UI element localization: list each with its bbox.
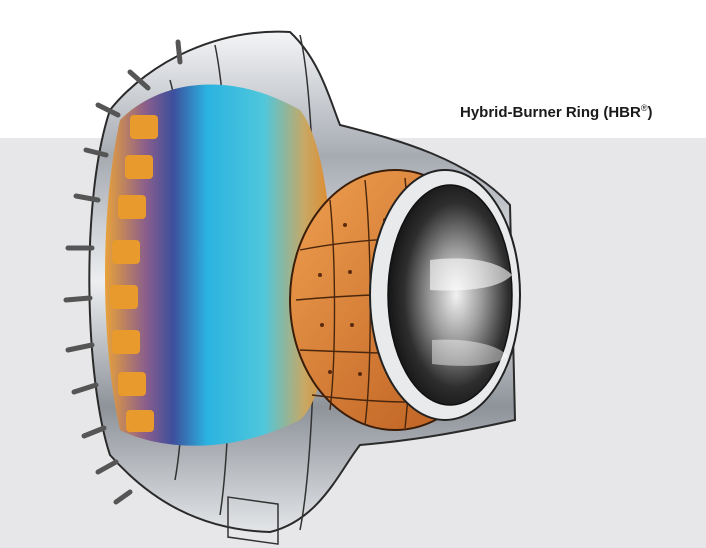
caption-text: Hybrid-Burner Ring (HBR (460, 104, 641, 121)
burner-nozzles (110, 115, 158, 432)
figure-caption: Hybrid-Burner Ring (HBR®) (460, 103, 700, 122)
registered-mark: ® (640, 103, 648, 113)
exit-bore (387, 184, 513, 406)
burner-nozzle (112, 330, 140, 354)
caption-close: ) (647, 104, 653, 121)
burner-nozzle (118, 195, 146, 219)
casing-panel (227, 496, 279, 545)
burner-nozzle (118, 372, 146, 396)
injector-pins (63, 39, 183, 505)
burner-nozzle (110, 285, 138, 309)
burner-nozzle (112, 240, 140, 264)
burner-nozzle (126, 410, 154, 432)
burner-nozzle (130, 115, 158, 139)
flame-zone (105, 84, 332, 446)
burner-nozzle (125, 155, 153, 179)
bore-highlight (432, 339, 508, 366)
bore-highlight (430, 258, 512, 291)
